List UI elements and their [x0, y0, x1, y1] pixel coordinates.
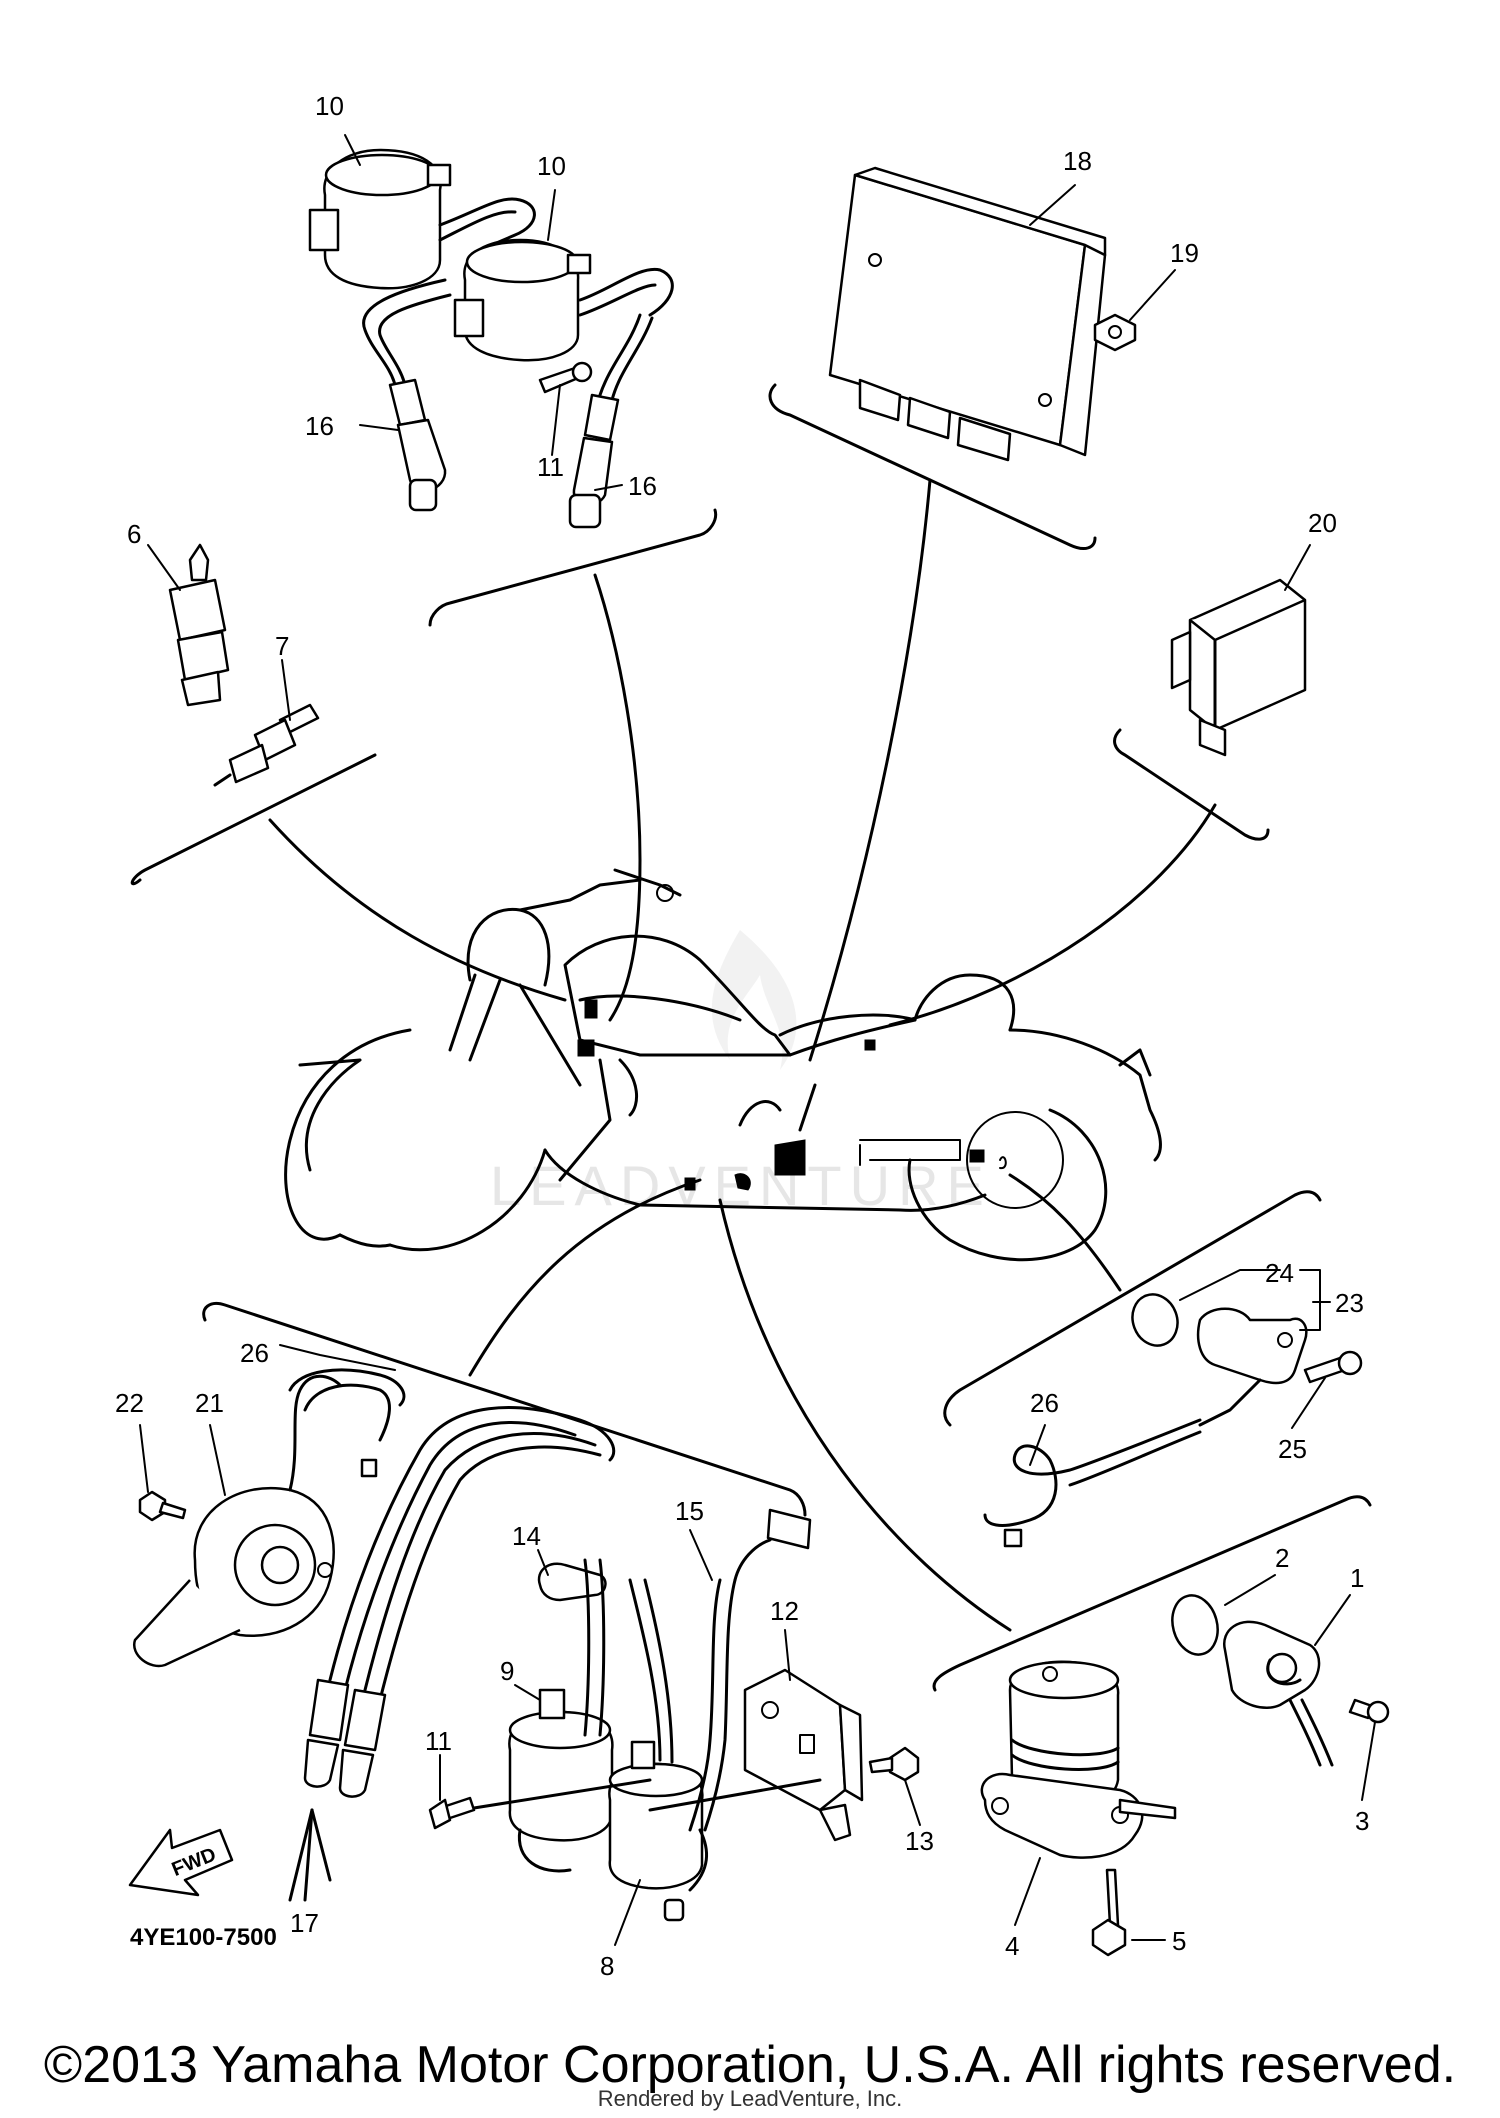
callout-3: 3 — [1355, 1806, 1369, 1836]
callout-11b: 11 — [425, 1726, 452, 1756]
horn-21 — [132, 1374, 342, 1668]
bolt-13 — [868, 1746, 920, 1782]
callout-23: 23 — [1335, 1288, 1364, 1318]
forward-arrow-icon: FWD — [128, 1828, 234, 1897]
o-ring-24 — [1131, 1293, 1179, 1347]
screw-3 — [1348, 1698, 1390, 1724]
callout-15: 15 — [675, 1496, 704, 1526]
ignition-coil-9 — [508, 1558, 614, 1873]
callout-2: 2 — [1275, 1543, 1289, 1573]
callout-leaders — [139, 134, 1376, 1946]
callout-24: 24 — [1265, 1258, 1294, 1288]
callout-26a: 26 — [240, 1338, 269, 1368]
relay-20 — [1170, 578, 1307, 757]
watermark-logo-icon — [711, 930, 797, 1070]
ecu-unit — [828, 166, 1107, 462]
switch-1 — [1222, 1620, 1334, 1767]
ignition-coil-8 — [608, 1578, 709, 1922]
leader-lines — [130, 383, 1372, 1692]
ignition-coil-top-left — [308, 148, 536, 290]
callout-10b: 10 — [537, 151, 566, 181]
sensor-7 — [213, 703, 320, 787]
callout-26b: 26 — [1030, 1388, 1059, 1418]
plug-cap-16-left — [362, 278, 452, 512]
callout-5: 5 — [1172, 1926, 1186, 1956]
bracket-12 — [648, 1668, 864, 1842]
callout-12: 12 — [770, 1596, 799, 1626]
screw-25 — [1303, 1350, 1363, 1384]
solenoid-4 — [980, 1660, 1177, 1859]
switch-6 — [168, 543, 230, 707]
callout-20: 20 — [1308, 508, 1337, 538]
bolt-22 — [138, 1490, 187, 1522]
drawing-code: 4YE100-7500 — [130, 1924, 277, 1951]
motorcycle-outline — [284, 868, 1162, 1262]
callout-9: 9 — [500, 1656, 514, 1686]
callout-21: 21 — [195, 1388, 224, 1418]
callout-16a: 16 — [305, 411, 334, 441]
callout-16b: 16 — [628, 471, 657, 501]
callout-25: 25 — [1278, 1434, 1307, 1464]
callout-18: 18 — [1063, 146, 1092, 176]
high-tension-cords-17 — [288, 1406, 616, 1902]
nut-19 — [1093, 313, 1137, 352]
bolt-5 — [1091, 1868, 1127, 1957]
callout-17: 17 — [290, 1908, 319, 1938]
callout-6: 6 — [127, 519, 141, 549]
callout-14: 14 — [512, 1521, 541, 1551]
callout-22: 22 — [115, 1388, 144, 1418]
screw-11-lower — [428, 1778, 652, 1830]
clamp-14 — [537, 1562, 607, 1602]
lead-wire-26-right — [983, 1418, 1202, 1548]
speed-sensor-23 — [1196, 1307, 1308, 1427]
plug-cap-16-right — [568, 313, 654, 529]
rendered-by-note: Rendered by LeadVenture, Inc. — [598, 2086, 903, 2111]
callout-13: 13 — [905, 1826, 934, 1856]
callout-19: 19 — [1170, 238, 1199, 268]
coil-screw-11-top — [538, 361, 593, 394]
callout-4: 4 — [1005, 1931, 1019, 1961]
callout-labels: 10 10 16 11 16 18 19 6 7 20 24 23 25 26 … — [115, 91, 1369, 1981]
callout-7: 7 — [275, 631, 289, 661]
callout-8: 8 — [600, 1951, 614, 1981]
ignition-coil-top-right — [453, 238, 674, 362]
copyright-notice: ©2013 Yamaha Motor Corporation, U.S.A. A… — [44, 2036, 1456, 2094]
callout-1: 1 — [1350, 1563, 1364, 1593]
lead-wire-26-left — [288, 1368, 406, 1478]
callout-11a: 11 — [537, 452, 564, 482]
callout-10a: 10 — [315, 91, 344, 121]
o-ring-2 — [1171, 1594, 1219, 1656]
